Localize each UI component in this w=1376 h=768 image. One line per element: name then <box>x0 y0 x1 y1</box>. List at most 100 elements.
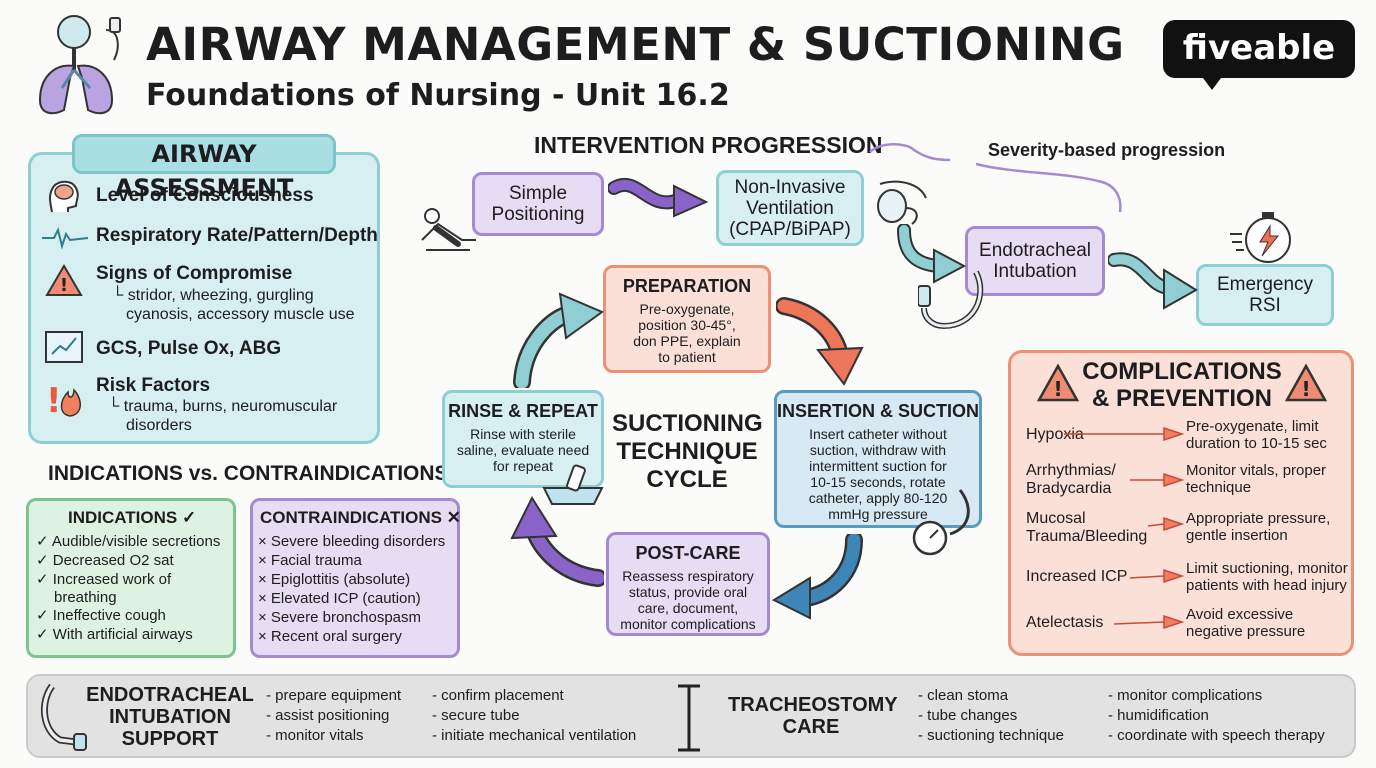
indication-item: breathing <box>54 589 117 606</box>
page-subtitle: Foundations of Nursing - Unit 16.2 <box>146 78 730 113</box>
pressure-gauge-icon <box>900 488 980 562</box>
contraindication-item: × Severe bleeding disorders <box>258 533 446 550</box>
svg-text:!: ! <box>1053 377 1062 401</box>
trach-care-title: TRACHEOSTOMY CARE <box>728 694 898 738</box>
contraindication-item: × Severe bronchospasm <box>258 609 422 626</box>
cycle-step-line: Reassess respiratory <box>622 568 754 584</box>
complication-name: Atelectasis <box>1026 614 1104 631</box>
fiveable-logo[interactable]: fiveable <box>1163 20 1355 78</box>
cycle-step-preparation: PREPARATION Pre-oxygenate, position 30-4… <box>603 265 771 373</box>
severity-bracket <box>869 143 1122 213</box>
assessment-sub-compromise-1: └ stridor, wheezing, gurgling <box>112 287 314 304</box>
cycle-arrow-prep-to-insertion <box>776 297 864 386</box>
assessment-sub-risk-2: disorders <box>126 417 192 434</box>
cycle-step-line: position 30-45°, <box>638 317 736 333</box>
cycle-step-title: RINSE & REPEAT <box>448 401 598 421</box>
contraindications-title: CONTRAINDICATIONS ✕ <box>260 508 461 527</box>
cycle-step-line: don PPE, explain <box>633 333 741 349</box>
svg-text:!: ! <box>60 275 68 296</box>
indication-item: ✓ Ineffective cough <box>36 607 166 624</box>
cycle-step-line: care, document, <box>637 600 739 616</box>
svg-text:!: ! <box>1301 377 1310 401</box>
contraindication-item: × Facial trauma <box>258 552 362 569</box>
assessment-item-gcs: GCS, Pulse Ox, ABG <box>96 338 282 359</box>
cycle-step-line: saline, evaluate need <box>456 442 590 458</box>
severity-label: Severity-based progression <box>988 140 1226 160</box>
contraindications-box <box>250 498 460 658</box>
indication-item: ✓ Decreased O2 sat <box>36 552 174 569</box>
cycle-step-line: catheter, apply 80-120 <box>808 490 948 506</box>
indication-item: ✓ Audible/visible secretions <box>36 533 221 550</box>
cycle-step-line: for repeat <box>493 458 553 474</box>
divider-i-beam <box>678 684 700 752</box>
airway-assessment-title: AIRWAY ASSESSMENT <box>72 134 336 202</box>
indication-item: ✓ With artificial airways <box>36 626 193 643</box>
endotracheal-tube-icon <box>917 266 998 340</box>
indications-box <box>26 498 236 658</box>
complication-arrows <box>1064 426 1185 630</box>
lungs-airway-icon <box>34 8 126 120</box>
assessment-item-consciousness: Level of Consciousness <box>96 185 314 206</box>
progression-heading: INTERVENTION PROGRESSION <box>534 132 883 158</box>
assessment-sub-compromise-2: cyanosis, accessory muscle use <box>126 306 355 323</box>
progression-arrow-2 <box>897 224 967 284</box>
emergency-timer-icon <box>1228 208 1298 270</box>
ett-task-list-1: - prepare equipment - assist positioning… <box>266 687 402 744</box>
cycle-center-label: SUCTIONING TECHNIQUE CYCLE <box>612 410 763 493</box>
cycle-step-line: suction, withdraw with <box>809 442 947 458</box>
cycle-arrow-rinse-to-prep <box>513 292 605 388</box>
cycle-step-line: intermittent suction for <box>809 458 947 474</box>
airway-assessment-panel <box>28 152 380 444</box>
complication-name: Increased ICP <box>1026 568 1128 585</box>
assessment-item-respiratory: Respiratory Rate/Pattern/Depth <box>96 225 378 246</box>
page-title: AIRWAY MANAGEMENT & SUCTIONING <box>146 18 1125 71</box>
cycle-step-title: INSERTION & SUCTION <box>777 401 980 421</box>
contraindication-item: × Elevated ICP (caution) <box>258 590 421 607</box>
cycle-step-rinse: RINSE & REPEAT Rinse with sterile saline… <box>442 390 604 488</box>
indications-title: INDICATIONS ✓ <box>68 508 197 527</box>
assessment-sub-risk-1: └ trauma, burns, neuromuscular <box>108 398 338 415</box>
contraindication-item: × Epiglottitis (absolute) <box>258 571 411 588</box>
complications-title: COMPLICATIONS & PREVENTION <box>1082 358 1282 412</box>
cycle-arrow-insertion-to-post <box>771 534 863 620</box>
cycle-step-title: POST-CARE <box>635 543 741 563</box>
cycle-step-line: mmHg pressure <box>828 506 928 522</box>
cycle-step-title: PREPARATION <box>622 276 752 296</box>
cycle-step-line: Insert catheter without <box>809 426 947 442</box>
et-tube-icon <box>36 682 92 756</box>
cycle-step-line: 10-15 seconds, rotate <box>810 474 946 490</box>
complication-name: Hypoxia <box>1026 426 1084 443</box>
warning-triangle-icon: ! <box>1284 362 1328 408</box>
indication-item: ✓ Increased work of <box>36 571 172 588</box>
indications-heading: INDICATIONS vs. CONTRAINDICATIONS <box>48 462 449 485</box>
progression-arrow-3 <box>1108 252 1198 310</box>
warning-triangle-icon: ! <box>44 262 84 302</box>
complication-name: Arrhythmias/Bradycardia <box>1026 462 1116 497</box>
cycle-step-line: monitor complications <box>620 616 756 632</box>
brain-head-icon <box>44 178 82 218</box>
cycle-step-post-care: POST-CARE Reassess respiratory status, p… <box>606 532 770 636</box>
reclining-person-icon <box>418 204 478 264</box>
cpap-mask-icon <box>870 178 932 232</box>
cycle-step-line: status, provide oral <box>628 584 748 600</box>
monitor-chart-icon <box>44 330 84 368</box>
cycle-step-line: Rinse with sterile <box>470 426 576 442</box>
cycle-step-line: Pre-oxygenate, <box>639 301 735 317</box>
warning-triangle-icon: ! <box>1036 362 1080 408</box>
assessment-item-compromise: Signs of Compromise <box>96 263 293 284</box>
ett-task-list-2: - confirm placement - secure tube - init… <box>432 687 637 744</box>
trach-task-list-2: - monitor complications - humidification… <box>1108 687 1325 744</box>
waveform-icon <box>42 226 89 254</box>
cycle-arrow-post-to-rinse <box>510 495 604 587</box>
ett-support-title: ENDOTRACHEAL INTUBATION SUPPORT <box>86 684 254 750</box>
assessment-item-risk: Risk Factors <box>96 375 211 396</box>
saline-basin-icon <box>542 462 604 512</box>
cycle-step-line: to patient <box>658 349 716 365</box>
